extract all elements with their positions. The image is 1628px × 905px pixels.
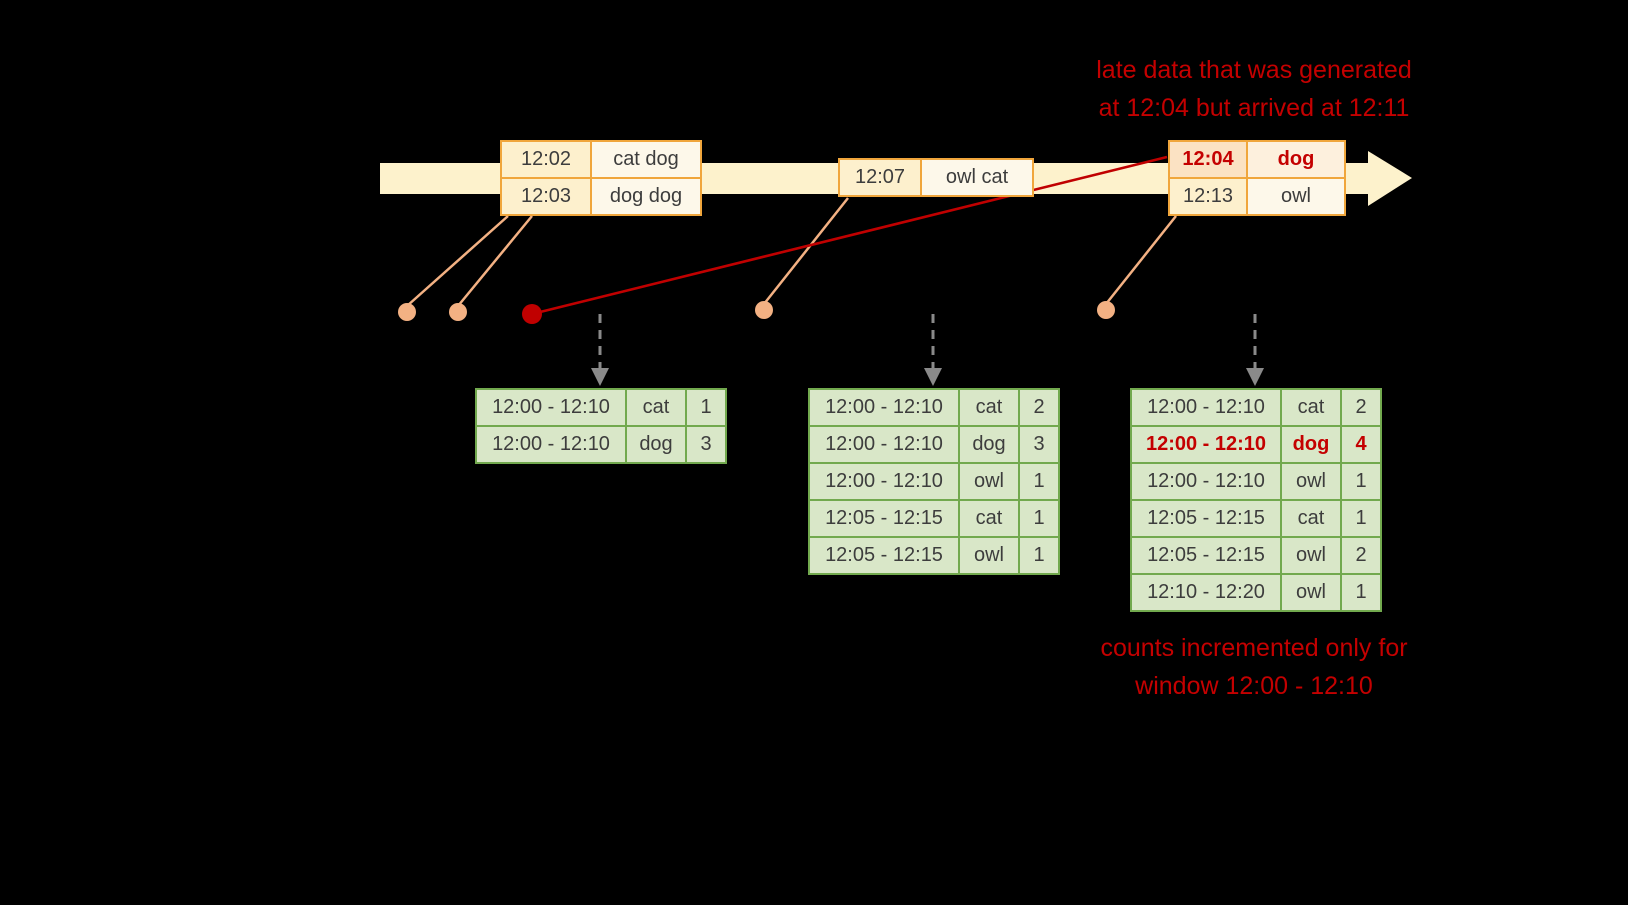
- result-word: cat: [958, 499, 1020, 538]
- event-box-2: 12:07 owl cat: [838, 158, 1034, 197]
- result-word: cat: [958, 388, 1020, 427]
- counts-incremented-annotation-line2: window 12:00 - 12:10: [1135, 671, 1373, 700]
- counts-incremented-annotation-line1: counts incremented only for: [1100, 634, 1408, 662]
- result-row: 12:00 - 12:10 dog 3: [808, 425, 1060, 464]
- result-word: dog: [1280, 425, 1342, 464]
- result-word: dog: [625, 425, 687, 464]
- result-window: 12:00 - 12:10: [475, 425, 627, 464]
- result-table-3: 12:00 - 12:10 cat 2 12:00 - 12:10 dog 4 …: [1130, 388, 1382, 612]
- result-row: 12:05 - 12:15 owl 1: [808, 536, 1060, 575]
- result-count: 2: [1340, 536, 1382, 575]
- result-window: 12:05 - 12:15: [1130, 499, 1282, 538]
- result-row: 12:00 - 12:10 cat 2: [1130, 388, 1382, 427]
- result-row: 12:00 - 12:10 owl 1: [808, 462, 1060, 501]
- event-words: owl: [1246, 177, 1346, 216]
- result-window: 12:05 - 12:15: [808, 499, 960, 538]
- result-word: cat: [1280, 499, 1342, 538]
- result-word: cat: [625, 388, 687, 427]
- event-row: 12:02 cat dog: [500, 140, 702, 179]
- event-dot: [1097, 301, 1115, 319]
- result-count: 1: [1018, 462, 1060, 501]
- result-count: 1: [1340, 573, 1382, 612]
- event-row: 12:13 owl: [1168, 177, 1346, 216]
- result-row: 12:05 - 12:15 cat 1: [808, 499, 1060, 538]
- result-word: owl: [958, 536, 1020, 575]
- result-table-1: 12:00 - 12:10 cat 1 12:00 - 12:10 dog 3: [475, 388, 727, 464]
- event-time: 12:07: [838, 158, 922, 197]
- result-row: 12:05 - 12:15 owl 2: [1130, 536, 1382, 575]
- result-row-updated-late: 12:00 - 12:10 dog 4: [1130, 425, 1382, 464]
- late-event-row: 12:04 dog: [1168, 140, 1346, 179]
- event-dot: [755, 301, 773, 319]
- result-window: 12:00 - 12:10: [1130, 425, 1282, 464]
- result-count: 3: [685, 425, 727, 464]
- counts-incremented-annotation: counts incremented only for window 12:00…: [1030, 630, 1478, 705]
- result-count: 1: [1340, 499, 1382, 538]
- result-word: owl: [1280, 462, 1342, 501]
- result-count: 1: [1018, 499, 1060, 538]
- result-count: 2: [1018, 388, 1060, 427]
- result-window: 12:00 - 12:10: [475, 388, 627, 427]
- result-word: dog: [958, 425, 1020, 464]
- event-words: dog dog: [590, 177, 702, 216]
- event-row: 12:07 owl cat: [838, 158, 1034, 197]
- trigger-arrowhead-icon: [924, 368, 942, 386]
- late-data-connector-line: [531, 155, 1168, 316]
- result-row: 12:05 - 12:15 cat 1: [1130, 499, 1382, 538]
- result-word: owl: [1280, 536, 1342, 575]
- result-count: 1: [1340, 462, 1382, 501]
- connector-line: [1105, 215, 1177, 305]
- event-time: 12:04: [1168, 140, 1248, 179]
- event-time: 12:02: [500, 140, 592, 179]
- late-event-dot: [522, 304, 542, 324]
- result-word: owl: [958, 462, 1020, 501]
- result-count: 1: [1018, 536, 1060, 575]
- event-words: dog: [1246, 140, 1346, 179]
- result-window: 12:00 - 12:10: [1130, 462, 1282, 501]
- result-count: 3: [1018, 425, 1060, 464]
- event-time: 12:03: [500, 177, 592, 216]
- late-data-annotation-line2: at 12:04 but arrived at 12:11: [1098, 93, 1410, 122]
- result-word: owl: [1280, 573, 1342, 612]
- event-dot: [449, 303, 467, 321]
- event-words: cat dog: [590, 140, 702, 179]
- result-window: 12:05 - 12:15: [1130, 536, 1282, 575]
- result-count: 1: [685, 388, 727, 427]
- result-count: 2: [1340, 388, 1382, 427]
- result-row: 12:00 - 12:10 dog 3: [475, 425, 727, 464]
- event-words: owl cat: [920, 158, 1034, 197]
- event-time: 12:13: [1168, 177, 1248, 216]
- result-table-2: 12:00 - 12:10 cat 2 12:00 - 12:10 dog 3 …: [808, 388, 1060, 575]
- late-data-annotation-line1: late data that was generated: [1096, 56, 1412, 84]
- event-row: 12:03 dog dog: [500, 177, 702, 216]
- event-box-1: 12:02 cat dog 12:03 dog dog: [500, 140, 702, 216]
- connector-line: [763, 197, 849, 305]
- result-window: 12:10 - 12:20: [1130, 573, 1282, 612]
- result-window: 12:00 - 12:10: [808, 388, 960, 427]
- result-window: 12:05 - 12:15: [808, 536, 960, 575]
- result-window: 12:00 - 12:10: [1130, 388, 1282, 427]
- late-data-annotation: late data that was generated at 12:04 bu…: [1030, 52, 1478, 127]
- result-row: 12:00 - 12:10 owl 1: [1130, 462, 1382, 501]
- result-window: 12:00 - 12:10: [808, 462, 960, 501]
- trigger-arrowhead-icon: [1246, 368, 1264, 386]
- connector-line: [406, 215, 509, 307]
- event-dot: [398, 303, 416, 321]
- timeline-arrowhead-icon: [1368, 151, 1412, 206]
- trigger-arrowhead-icon: [591, 368, 609, 386]
- result-count: 4: [1340, 425, 1382, 464]
- connector-line: [457, 215, 533, 307]
- event-box-3: 12:04 dog 12:13 owl: [1168, 140, 1346, 216]
- result-row: 12:00 - 12:10 cat 2: [808, 388, 1060, 427]
- result-window: 12:00 - 12:10: [808, 425, 960, 464]
- result-row: 12:00 - 12:10 cat 1: [475, 388, 727, 427]
- result-word: cat: [1280, 388, 1342, 427]
- result-row: 12:10 - 12:20 owl 1: [1130, 573, 1382, 612]
